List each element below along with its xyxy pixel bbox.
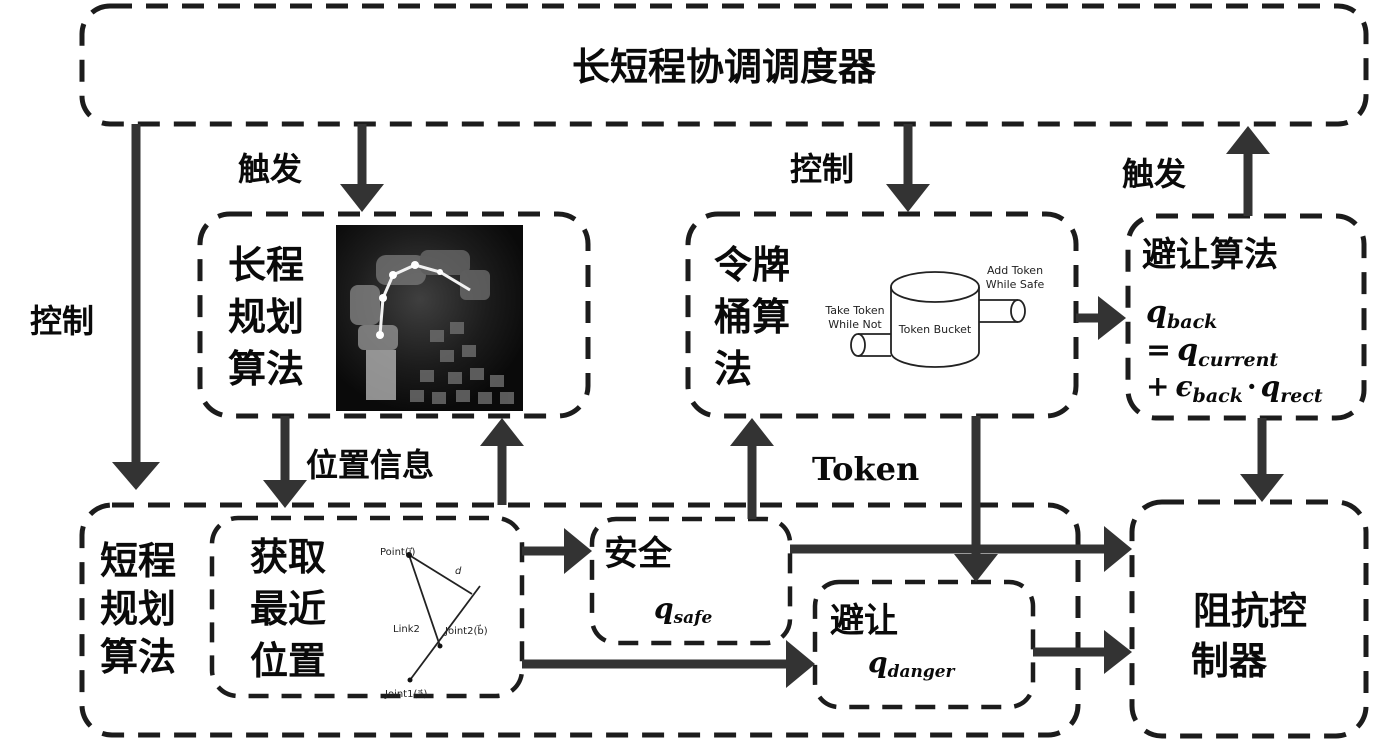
impedance-controller-title: 阻抗控 制器	[1191, 589, 1307, 683]
joint1-label: Joint1(a⃗)	[384, 689, 427, 700]
d-label: d	[455, 566, 462, 577]
formula-subscript: rect	[1280, 385, 1323, 407]
bucket-label: Token Bucket	[898, 323, 972, 336]
token-bucket-title-line: 法	[714, 347, 752, 391]
joint1-dot	[407, 677, 413, 683]
avoid-to-impedance-arrowhead	[1240, 474, 1284, 502]
formula-symbol: q	[1177, 333, 1198, 368]
token-label: Token	[812, 450, 919, 488]
long-range-title: 长程 规划 算法	[228, 243, 304, 391]
take-token-label: While Not	[828, 318, 882, 331]
formula-subscript: danger	[888, 662, 956, 682]
to-danger-arrowhead	[786, 640, 815, 688]
formula-symbol: q	[1261, 370, 1281, 403]
formula-operator: +	[1146, 370, 1169, 403]
point-dot	[406, 552, 412, 558]
long-range-title-line: 长程	[228, 243, 304, 287]
nearest-geometry-illustration: Point(i⃗) d Link2 Joint2(b⃗) Joint1(a⃗)	[380, 547, 488, 700]
scheduler-title: 长短程协调调度器	[572, 45, 877, 89]
safe-title: 安全	[604, 534, 673, 574]
point-label: Point(i⃗)	[380, 547, 416, 558]
position-info-label: 位置信息	[306, 446, 434, 484]
control-left-label: 控制	[30, 302, 94, 340]
short-range-title-line: 算法	[100, 635, 176, 679]
formula-subscript: safe	[673, 608, 713, 628]
take-pipe	[858, 333, 891, 357]
position-down-arrowhead	[263, 480, 307, 508]
nearest-title-line: 获取	[250, 535, 326, 579]
control-middle-arrowhead	[886, 184, 930, 212]
long-range-title-line: 算法	[228, 347, 304, 391]
add-pipe	[979, 299, 1018, 323]
token-bucket-title-line: 桶算	[714, 295, 790, 339]
nearest-position-box	[209, 515, 525, 699]
short-range-title-line: 短程	[100, 539, 176, 583]
trigger-right-label: 触发	[1122, 155, 1186, 193]
danger-to-impedance-arrowhead	[1104, 630, 1132, 674]
formula-symbol: q	[868, 646, 888, 679]
token-bucket-title: 令牌 桶算 法	[714, 243, 790, 391]
formula-line-3: +ϵback·qrect	[1146, 370, 1323, 407]
long-range-planning-box	[197, 211, 591, 419]
formula-epsilon: ϵ	[1175, 370, 1192, 403]
joint2-dot	[437, 643, 443, 649]
joint2-label: Joint2(b⃗)	[444, 624, 488, 637]
short-range-title: 短程 规划 算法	[100, 539, 176, 679]
point-to-joint2-line	[408, 554, 441, 647]
formula-symbol: q	[1146, 295, 1167, 330]
token-bucket-title-line: 令牌	[714, 243, 790, 287]
formula-dot: ·	[1247, 370, 1257, 403]
long-range-title-line: 规划	[228, 295, 304, 339]
add-token-label: While Safe	[986, 278, 1045, 291]
to-avoid-arrowhead	[1098, 296, 1126, 340]
nearest-position-title: 获取 最近 位置	[250, 535, 326, 683]
add-pipe-end	[1010, 299, 1026, 323]
trigger-right-arrowhead	[1226, 126, 1270, 154]
bucket-body	[890, 287, 980, 368]
impedance-title-line: 阻抗控	[1193, 589, 1307, 633]
formula-line-2: =qcurrent	[1146, 333, 1278, 371]
impedance-controller-box	[1129, 499, 1369, 739]
short-range-planning-box	[79, 502, 1081, 738]
distance-line	[408, 554, 473, 595]
danger-box	[812, 579, 1036, 710]
link2-line	[409, 585, 481, 681]
take-pipe-end	[850, 333, 866, 357]
trigger-left-label: 触发	[238, 150, 302, 188]
token-bucket-illustration: Token Bucket Add Token While Safe Take T…	[824, 264, 1045, 368]
nearest-title-line: 位置	[250, 639, 326, 683]
control-left-arrowhead	[112, 462, 160, 490]
safe-box	[589, 516, 793, 646]
danger-title: 避让	[830, 601, 898, 641]
trigger-left-arrowhead	[340, 184, 384, 212]
to-safe-arrowhead	[564, 528, 592, 574]
token-down-arrowhead	[954, 554, 998, 582]
safe-to-impedance-arrowhead	[1104, 526, 1132, 572]
link2-label: Link2	[393, 624, 420, 635]
scheduler-box	[79, 3, 1369, 127]
formula-operator: =	[1146, 333, 1171, 368]
nearest-title-line: 最近	[250, 587, 326, 631]
add-token-label: Add Token	[987, 264, 1043, 277]
avoid-algorithm-title: 避让算法	[1142, 235, 1278, 275]
take-token-label: Take Token	[824, 304, 884, 317]
robot-arm-render-image	[336, 225, 523, 411]
formula-symbol: q	[654, 592, 674, 625]
formula-line-1: qback	[1146, 295, 1217, 333]
formula-subscript: current	[1198, 349, 1278, 371]
formula-subscript: back	[1193, 385, 1243, 407]
safe-formula: qsafe	[654, 592, 712, 628]
formula-subscript: back	[1167, 311, 1217, 333]
impedance-title-line: 制器	[1191, 639, 1268, 683]
position-up-arrowhead	[480, 418, 524, 446]
avoid-formula: qback =qcurrent +ϵback·qrect	[1146, 295, 1323, 407]
control-middle-label: 控制	[790, 150, 854, 188]
danger-formula: qdanger	[868, 646, 956, 682]
short-range-title-line: 规划	[100, 587, 176, 631]
token-up-arrowhead	[730, 418, 774, 446]
bucket-top	[890, 271, 980, 303]
